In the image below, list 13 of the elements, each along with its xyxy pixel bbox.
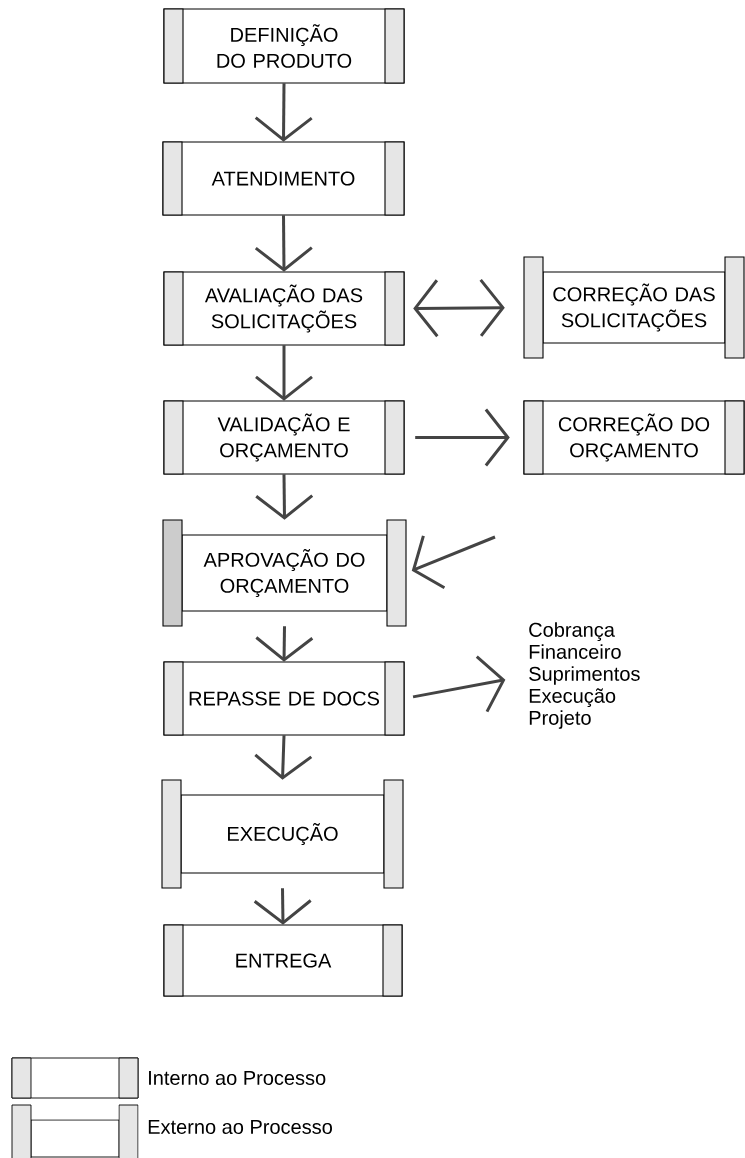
process-box: ENTREGA: [163, 924, 403, 997]
legend-label: Externo ao Processo: [148, 1120, 332, 1134]
process-box: VALIDAÇÃO E ORÇAMENTO: [163, 400, 405, 475]
process-box: REPASSE DE DOCS: [163, 661, 405, 736]
external-process-box: EXECUÇÃO: [161, 779, 404, 889]
external-process-box: CORREÇÃO DAS SOLICITAÇÕES: [523, 256, 745, 359]
process-box: DEFINIÇÃO DO PRODUTO: [163, 8, 405, 84]
legend-label: Interno ao Processo: [149, 1071, 326, 1085]
text-list: Cobrança Financeiro Suprimentos Execução Projeto: [529, 622, 640, 729]
external-process-box: APROVAÇÃO DO ORÇAMENTO: [162, 519, 407, 627]
process-box: CORREÇÃO DO ORÇAMENTO: [523, 400, 745, 475]
process-box: AVALIAÇÃO DAS SOLICITAÇÕES: [163, 271, 405, 346]
process-box: ATENDIMENTO: [162, 141, 405, 216]
